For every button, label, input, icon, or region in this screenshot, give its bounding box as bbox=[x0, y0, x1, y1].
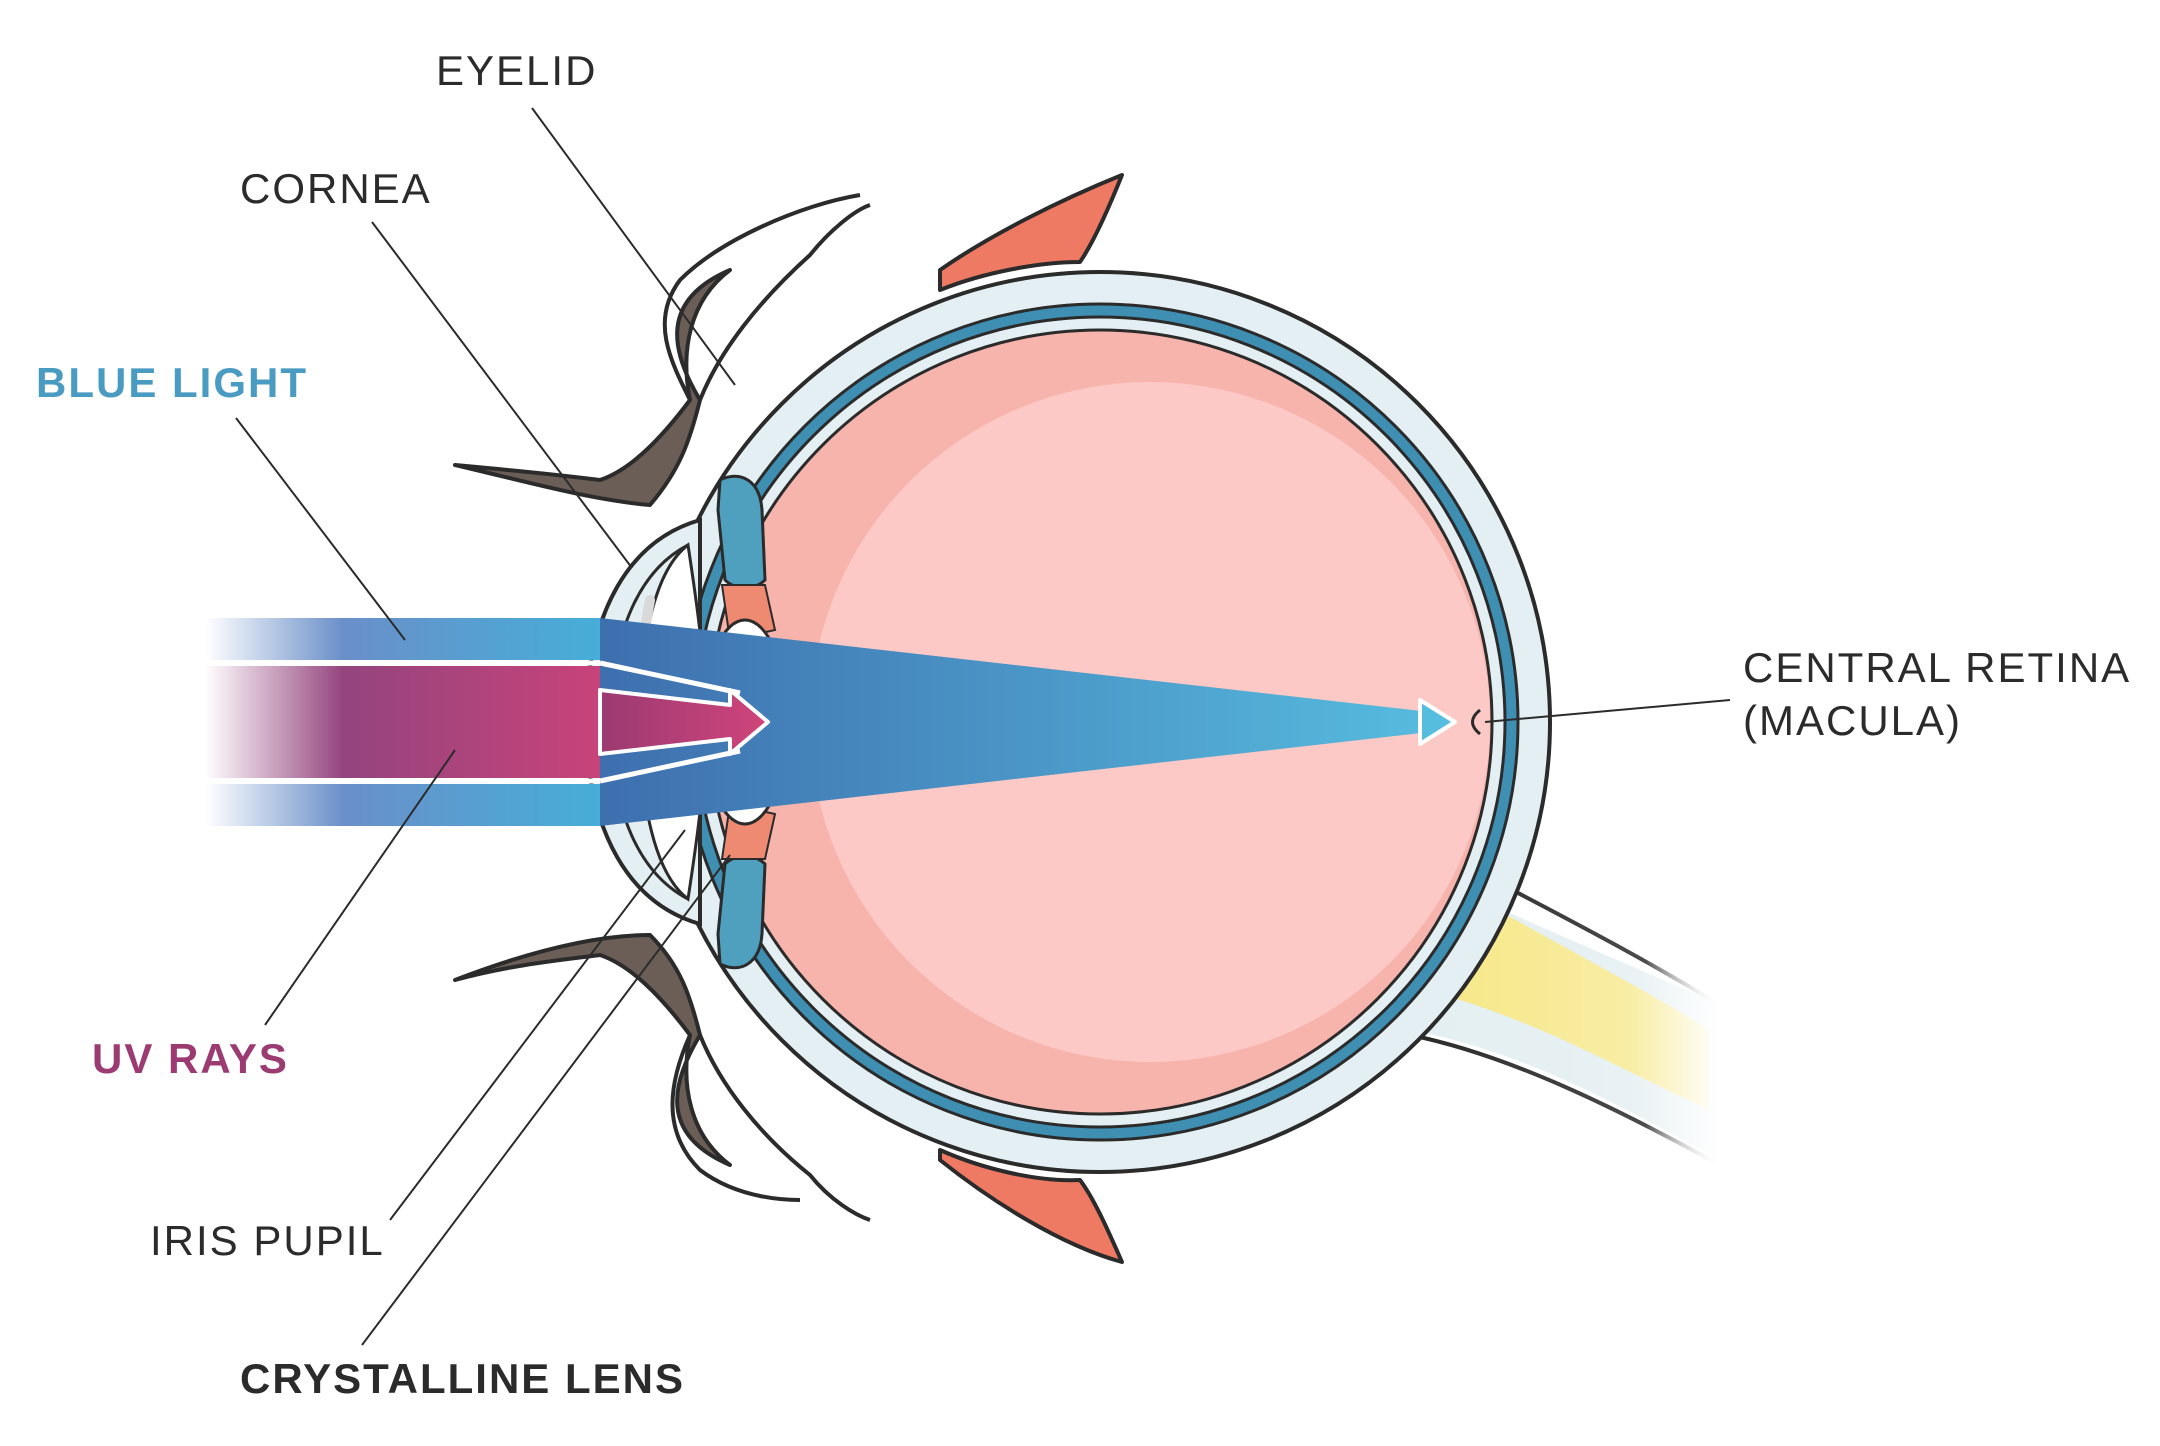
iris-pupil-leader bbox=[389, 829, 686, 1221]
iris-pupil-label: IRIS PUPIL bbox=[150, 1217, 385, 1264]
macula bbox=[1471, 708, 1481, 736]
cornea-label: CORNEA bbox=[240, 165, 432, 212]
lower-eyelid bbox=[453, 933, 732, 1167]
blue-light-leader bbox=[235, 417, 406, 641]
blue-light-arrow-head bbox=[1418, 698, 1457, 746]
iris-upper bbox=[716, 474, 767, 589]
blue-light-ray bbox=[600, 618, 1430, 826]
upper-eyelid bbox=[453, 268, 732, 507]
optic-nerve bbox=[1425, 885, 1710, 1110]
lower-eye-muscle bbox=[938, 1148, 1124, 1264]
central-retina-label-line2: (MACULA) bbox=[1743, 697, 1963, 745]
cornea-leader bbox=[371, 221, 633, 569]
uv-rays-arrow bbox=[598, 688, 770, 756]
iris-lower bbox=[716, 855, 767, 970]
uv-rays-leader bbox=[264, 749, 456, 1026]
uv-rays-label: UV RAYS bbox=[92, 1035, 289, 1082]
eyelid-leader bbox=[531, 107, 736, 386]
central-retina-label: CENTRAL RETINA (MACULA) bbox=[1743, 641, 2131, 748]
blue-light-beam-upper bbox=[205, 618, 600, 660]
upper-eye-muscle bbox=[938, 173, 1124, 292]
blue-light-label: BLUE LIGHT bbox=[36, 359, 308, 406]
crystalline-lens-label: CRYSTALLINE LENS bbox=[240, 1355, 686, 1402]
blue-light-beam-lower bbox=[205, 784, 600, 826]
uv-rays-beam bbox=[205, 666, 600, 778]
crystalline-lens-leader bbox=[361, 854, 731, 1346]
central-retina-label-line1: CENTRAL RETINA bbox=[1743, 644, 2132, 691]
eyelid-label: EYELID bbox=[436, 47, 598, 94]
central-retina-leader bbox=[1484, 699, 1731, 723]
